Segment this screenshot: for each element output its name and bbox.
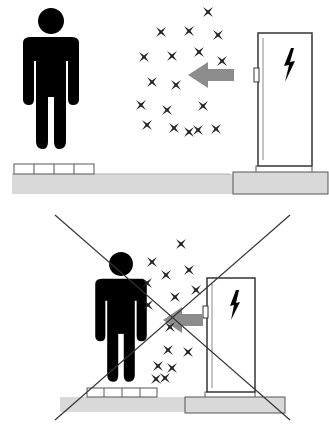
cross-particle-icon bbox=[163, 345, 173, 355]
device-base-top bbox=[233, 172, 328, 194]
person-platform-bottom bbox=[87, 388, 157, 397]
electrical-cabinet-icon bbox=[254, 33, 312, 166]
cross-particle-icon bbox=[139, 52, 149, 62]
cross-particle-icon bbox=[136, 100, 146, 110]
electrical-cabinet-icon bbox=[203, 278, 255, 392]
cross-particle-icon bbox=[184, 127, 194, 137]
cross-particle-icon bbox=[156, 27, 166, 37]
arrow-left-icon bbox=[188, 62, 234, 88]
cross-particle-icon bbox=[213, 30, 223, 40]
cross-particle-icon bbox=[170, 292, 180, 302]
cross-particle-icon bbox=[162, 105, 172, 115]
person-silhouette-icon bbox=[23, 8, 79, 149]
cross-particle-icon bbox=[184, 26, 194, 36]
cross-particle-icon bbox=[147, 257, 157, 267]
cross-particle-icon bbox=[203, 7, 213, 17]
panel-correct bbox=[12, 7, 328, 194]
cross-particle-icon bbox=[193, 125, 203, 135]
cross-particle-icon bbox=[161, 270, 171, 280]
cross-particle-icon bbox=[217, 56, 227, 66]
cross-particle-icon bbox=[184, 265, 194, 275]
cross-particle-icon bbox=[198, 101, 208, 111]
cross-particle-icon bbox=[142, 120, 152, 130]
particle-cloud-bottom bbox=[142, 239, 201, 384]
cross-particle-icon bbox=[151, 374, 161, 384]
device-base-bottom bbox=[185, 397, 285, 413]
cross-particle-icon bbox=[183, 347, 193, 357]
cross-particle-icon bbox=[147, 77, 157, 87]
cross-particle-icon bbox=[167, 51, 177, 61]
cross-particle-icon bbox=[153, 361, 163, 371]
cross-particle-icon bbox=[160, 373, 170, 383]
cross-particle-icon bbox=[176, 239, 186, 249]
cross-particle-icon bbox=[211, 124, 221, 134]
cross-particle-icon bbox=[167, 363, 177, 373]
cross-particle-icon bbox=[169, 123, 179, 133]
cross-particle-icon bbox=[194, 47, 204, 57]
cross-particle-icon bbox=[171, 80, 181, 90]
panel-incorrect bbox=[55, 215, 290, 420]
person-platform-top bbox=[14, 164, 94, 174]
